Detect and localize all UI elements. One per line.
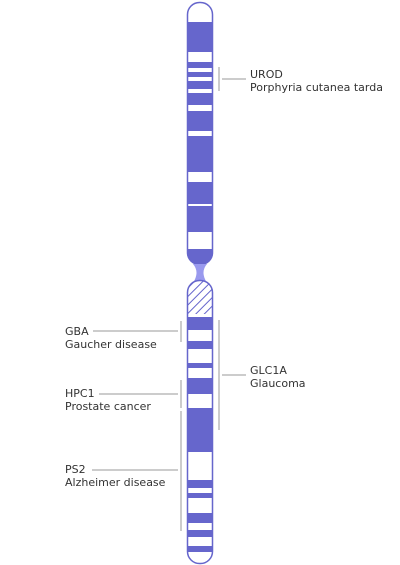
band-q-1	[187, 317, 213, 330]
ps2-disease-label: Alzheimer disease	[65, 476, 166, 489]
annotation-glc1a: GLC1A Glaucoma	[218, 320, 306, 430]
chromosome-p-arm	[186, 1, 214, 266]
band-q-5	[187, 408, 213, 452]
ps2-gene-label: PS2	[65, 463, 86, 476]
gba-gene-label: GBA	[65, 325, 89, 338]
band-q-4	[187, 378, 213, 394]
band-q-10	[187, 546, 213, 552]
band-q-heterochromatin	[187, 280, 213, 314]
annotation-ps2: PS2 Alzheimer disease	[65, 411, 182, 531]
band-p-4	[187, 81, 213, 89]
annotation-hpc1: HPC1 Prostate cancer	[65, 380, 182, 413]
hpc1-gene-label: HPC1	[65, 387, 95, 400]
band-q-7	[187, 493, 213, 498]
band-q-8	[187, 513, 213, 523]
band-q-3	[187, 363, 213, 368]
hpc1-disease-label: Prostate cancer	[65, 400, 151, 413]
band-p-6	[187, 111, 213, 131]
band-p-2	[187, 62, 213, 68]
band-p-3	[187, 72, 213, 77]
annotation-urod: UROD Porphyria cutanea tarda	[218, 67, 383, 94]
urod-disease-label: Porphyria cutanea tarda	[250, 81, 383, 94]
band-p-8	[187, 182, 213, 204]
band-p-1	[187, 22, 213, 52]
glc1a-gene-label: GLC1A	[250, 364, 287, 377]
urod-gene-label: UROD	[250, 68, 283, 81]
centromere	[193, 264, 207, 283]
band-p-7	[187, 136, 213, 172]
glc1a-disease-label: Glaucoma	[250, 377, 306, 390]
gba-disease-label: Gaucher disease	[65, 338, 157, 351]
band-q-6	[187, 480, 213, 488]
annotation-gba: GBA Gaucher disease	[65, 321, 182, 351]
band-q-2	[187, 341, 213, 349]
band-p-10	[187, 249, 213, 265]
band-p-5	[187, 93, 213, 105]
chromosome-q-arm	[186, 279, 214, 565]
band-p-9	[187, 206, 213, 232]
band-q-9	[187, 530, 213, 537]
